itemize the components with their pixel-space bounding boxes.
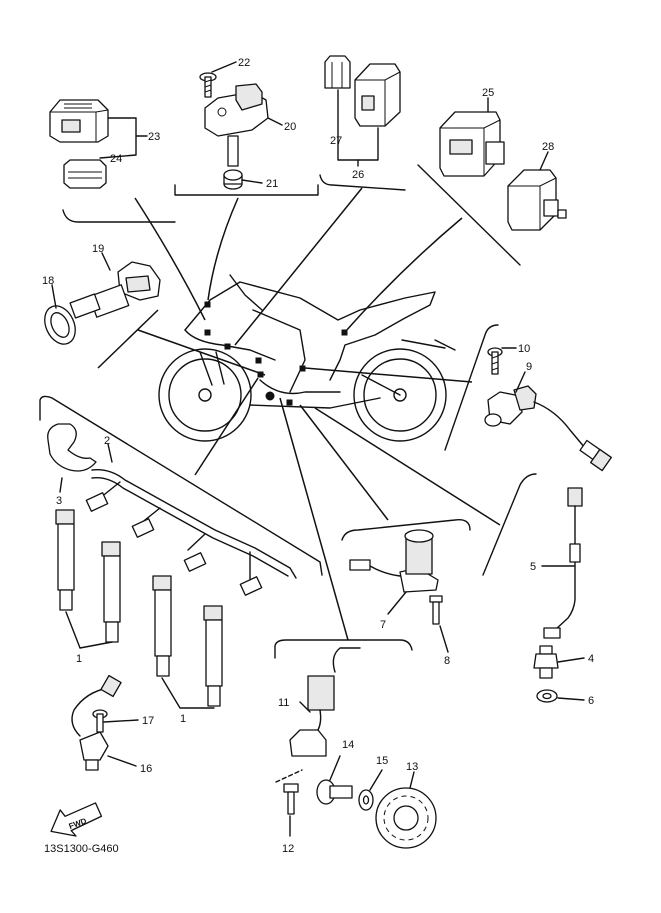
lead-5	[543, 487, 583, 639]
callout-27: 27	[330, 135, 342, 147]
control-unit-25	[439, 111, 505, 177]
callout-14: 14	[342, 739, 354, 751]
gasket-18	[44, 305, 76, 345]
callout-16: 16	[140, 763, 152, 775]
callout-12: 12	[282, 843, 294, 855]
callout-3: 3	[56, 495, 62, 507]
callout-19: 19	[92, 243, 104, 255]
washer-15	[358, 789, 374, 811]
callout-13: 13	[406, 761, 418, 773]
motorcycle-outline	[158, 274, 456, 442]
sensor-4	[533, 645, 559, 679]
callout-8: 8	[444, 655, 450, 667]
ignition-coil-1b	[101, 541, 121, 643]
harness-2	[85, 469, 297, 596]
relay-unit-23	[49, 99, 109, 143]
callout-21: 21	[266, 178, 278, 190]
washer-6	[536, 689, 558, 703]
pickup-coil-11	[289, 647, 361, 757]
callout-6: 6	[588, 695, 594, 707]
clip-3	[47, 423, 97, 472]
bolt-14	[316, 779, 353, 805]
drawing-code: 13S1300-G460	[44, 843, 119, 855]
ignition-coil-1d	[203, 605, 223, 707]
sensor-7	[349, 529, 439, 593]
sensor-19	[69, 261, 161, 319]
callout-10: 10	[518, 343, 530, 355]
fwd-arrow: FWD	[50, 802, 103, 837]
callout-5: 5	[530, 561, 536, 573]
callout-9: 9	[526, 361, 532, 373]
bolt-12	[283, 783, 299, 815]
bolt-10	[487, 347, 503, 375]
callout-23: 23	[148, 131, 160, 143]
callout-11: 11	[278, 697, 289, 709]
sensor-20	[204, 83, 269, 167]
callout-labels: 1 1 2 3 4 5 6 7 8 9 10 11 12 13 14 15 16…	[42, 57, 594, 855]
ignition-coil-1c	[152, 575, 172, 677]
callout-4: 4	[588, 653, 594, 665]
rotor-13	[375, 787, 437, 849]
callout-1a: 1	[76, 653, 82, 665]
callout-20: 20	[284, 121, 296, 133]
screw-22	[199, 72, 217, 98]
sensor-9	[484, 385, 612, 472]
bolt-17	[92, 709, 108, 733]
callout-17: 17	[142, 715, 154, 727]
callout-15: 15	[376, 755, 388, 767]
callout-22: 22	[238, 57, 250, 69]
relay-connector-24	[63, 159, 107, 189]
ignition-coil-1a	[55, 509, 75, 611]
callout-26: 26	[352, 169, 364, 181]
grommet-21	[223, 169, 243, 190]
callout-2: 2	[104, 435, 110, 447]
callout-24: 24	[110, 153, 122, 165]
group-leader-lines	[97, 187, 501, 641]
bolt-8	[429, 595, 443, 625]
callout-18: 18	[42, 275, 54, 287]
callout-28: 28	[542, 141, 554, 153]
relay-26	[354, 63, 401, 127]
connector-27	[324, 55, 351, 89]
callout-7: 7	[380, 619, 386, 631]
callout-1b: 1	[180, 713, 186, 725]
group-brackets	[39, 164, 537, 659]
switch-16	[71, 674, 122, 771]
callout-25: 25	[482, 87, 494, 99]
control-unit-28	[507, 169, 567, 231]
